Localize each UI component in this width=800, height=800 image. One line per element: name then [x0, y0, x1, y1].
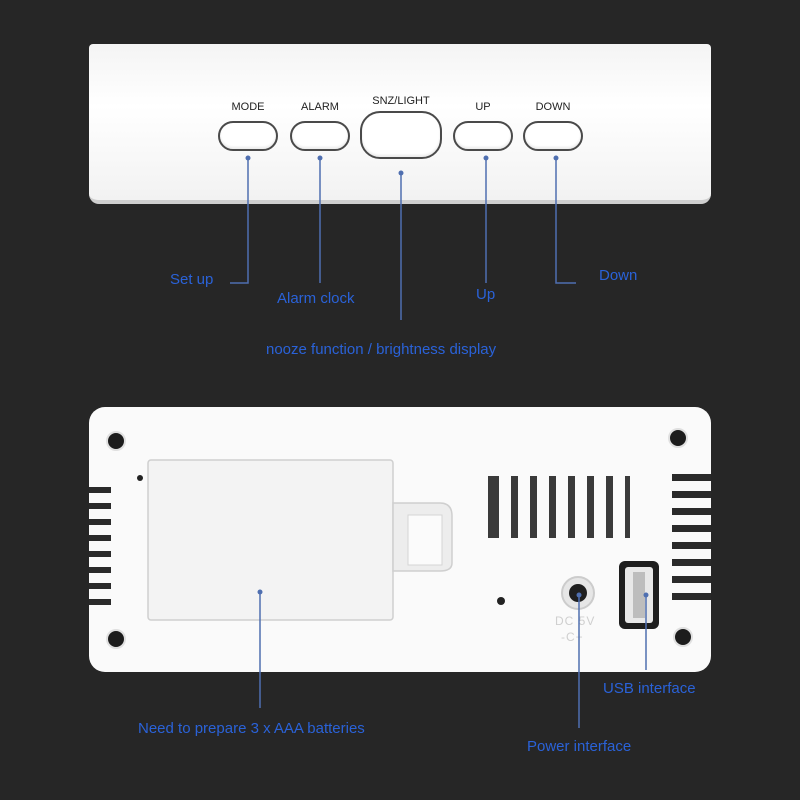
down-button-label: DOWN — [535, 101, 571, 113]
screw-hole-top-right — [668, 428, 688, 448]
caption-batteries: Need to prepare 3 x AAA batteries — [138, 720, 365, 737]
indicator-dot — [137, 475, 143, 481]
alarm-button[interactable] — [290, 121, 350, 151]
caption-down: Down — [599, 267, 638, 284]
up-button[interactable] — [453, 121, 513, 151]
left-side-vents — [89, 487, 111, 605]
back-vent-grill — [488, 476, 630, 538]
dc-polarity-label: -C+ — [561, 630, 584, 644]
up-button-label: UP — [475, 101, 491, 113]
screw-hole-bottom-right — [673, 627, 693, 647]
down-button[interactable] — [523, 121, 583, 151]
alarm-button-label: ALARM — [301, 101, 339, 113]
dc-voltage-label: DC 5V — [555, 614, 596, 628]
screw-hole-bottom-left — [106, 629, 126, 649]
leader-down — [555, 158, 576, 284]
caption-usb-interface: USB interface — [603, 680, 696, 697]
caption-power-interface: Power interface — [527, 738, 632, 755]
right-side-vents — [672, 474, 711, 600]
caption-set-up: Set up — [170, 271, 214, 288]
leader-set-up — [230, 158, 249, 284]
mode-button[interactable] — [218, 121, 278, 151]
caption-alarm-clock: Alarm clock — [277, 290, 355, 307]
caption-snooze: nooze function / brightness display — [266, 341, 497, 358]
reset-hole — [497, 597, 505, 605]
screw-hole-top-left — [106, 431, 126, 451]
mode-button-label: MODE — [231, 101, 265, 113]
snz-light-button[interactable] — [360, 111, 442, 159]
caption-up: Up — [476, 286, 496, 303]
snz-light-button-label: SNZ/LIGHT — [372, 95, 430, 107]
